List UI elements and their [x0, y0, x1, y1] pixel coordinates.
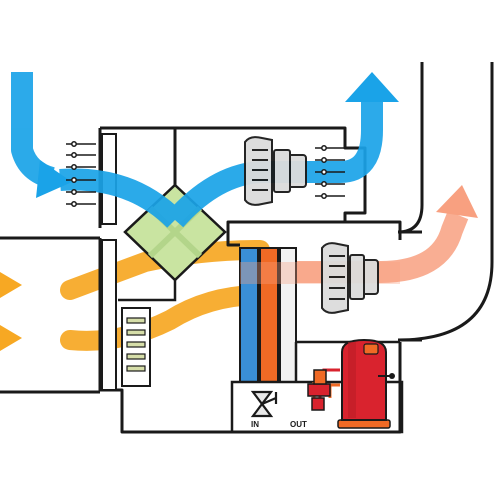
expansion-valve: IN OUT: [250, 390, 307, 429]
outer-duct: [397, 62, 494, 342]
exhaust-air-arrow: [436, 185, 478, 218]
valve-out-label: OUT: [290, 420, 307, 429]
exhaust-fan: [321, 242, 379, 314]
valve-in-label: IN: [251, 420, 259, 429]
bypass-filter: [121, 307, 151, 387]
service-valves: [307, 369, 331, 411]
compressor: [337, 338, 395, 429]
fresh-air-arrows: [36, 72, 399, 198]
centrifugal-fan-icon: [244, 136, 307, 206]
inlet-duct: [0, 236, 100, 394]
inlet-grille: [66, 141, 96, 207]
coil-bank: [239, 247, 297, 383]
warm-air-inlet-arrows: [0, 272, 22, 351]
outlet-grille: [315, 145, 345, 199]
exchanger-partition: [118, 280, 177, 302]
expansion-valve-icon: [250, 390, 278, 418]
centrifugal-fan-icon: [321, 242, 379, 314]
exhaust-air-stream: [240, 210, 469, 283]
supply-fan: [244, 136, 307, 206]
compressor-icon: [337, 338, 395, 429]
